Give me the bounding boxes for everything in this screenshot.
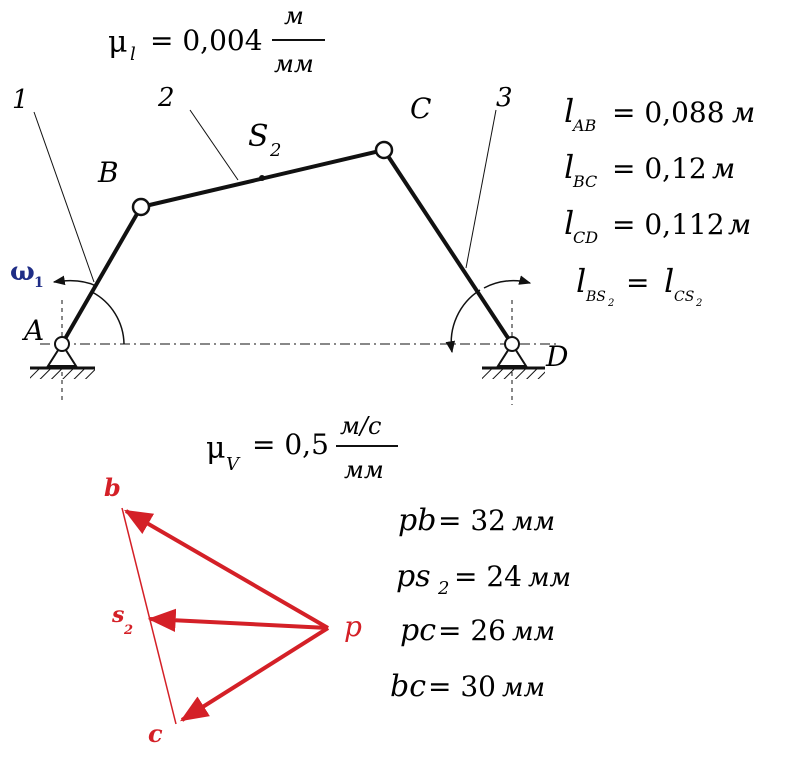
value-ps2-sub: 2 — [437, 578, 449, 599]
value-bc-name: bc — [390, 669, 426, 704]
length-cs2-sub2: 2 — [695, 298, 702, 309]
value-pc-eq: = 26 — [438, 614, 506, 647]
vector-pb — [123, 509, 330, 630]
mu-v-unit-den: мм — [344, 456, 384, 484]
length-ab-value: = 0,088 — [612, 96, 725, 129]
joint-a — [54, 336, 70, 352]
length-ab-unit: м — [732, 96, 755, 129]
length-cd-unit: м — [728, 208, 751, 241]
leader-link-2 — [189, 109, 239, 181]
length-ab-sub: AB — [571, 116, 597, 135]
label-s2-main: S — [248, 119, 269, 154]
value-ps2-name: ps — [396, 559, 431, 594]
mu-l-subscript: l — [130, 44, 136, 65]
value-pc-unit: мм — [512, 617, 555, 647]
velocity-values: pb = 32 мм ps 2 = 24 мм pc = 26 мм bc = … — [390, 503, 571, 704]
length-bc-l: l — [564, 148, 574, 186]
mu-l-unit-num: м — [284, 2, 304, 30]
label-vb: b — [104, 473, 121, 502]
length-cs2-l: l — [664, 262, 674, 300]
label-vs2-sub: 2 — [123, 623, 133, 638]
length-bc-value: = 0,12 — [612, 152, 707, 185]
ground-hatch-a — [30, 369, 95, 379]
omega-symbol: ω — [10, 257, 35, 287]
velocity-scale: μ V = 0,5 м/с мм — [206, 412, 398, 484]
leader-link-3 — [465, 109, 497, 269]
value-pb-eq: = 32 — [438, 504, 506, 537]
length-bs2-l: l — [576, 262, 586, 300]
point-s2 — [259, 175, 265, 181]
length-scale: μ l = 0,004 м мм — [108, 2, 325, 78]
vector-ps2 — [147, 608, 329, 632]
length-ab-l: l — [564, 92, 574, 130]
link-1-ab — [60, 206, 143, 345]
joint-c — [374, 140, 394, 160]
angle-arc-d — [445, 289, 481, 354]
length-cd-l: l — [564, 204, 574, 242]
value-bc-eq: = 30 — [428, 670, 496, 703]
mu-v-subscript: V — [226, 454, 241, 475]
mu-v-value: = 0,5 — [252, 428, 329, 461]
label-vc: c — [148, 719, 163, 748]
label-a: A — [21, 314, 44, 347]
label-d: D — [545, 340, 568, 373]
value-ps2-eq: = 24 — [454, 560, 522, 593]
angle-arc-d-top — [483, 275, 532, 289]
omega-subscript: 1 — [34, 275, 44, 291]
value-ps2-unit: мм — [528, 563, 571, 593]
length-bs2-sub: BS — [585, 289, 606, 305]
length-bc-unit: м — [712, 152, 735, 185]
label-b: B — [97, 156, 119, 189]
joint-d — [504, 336, 520, 352]
velocity-plan: b c s 2 p — [104, 473, 362, 748]
mu-l-value: = 0,004 — [150, 24, 263, 57]
omega-arrow — [52, 275, 97, 287]
value-bc-unit: мм — [502, 673, 545, 703]
ground-hatch-d — [482, 369, 545, 379]
mu-l-symbol: μ — [108, 25, 128, 60]
label-s2-sub: 2 — [269, 140, 281, 161]
angle-arc-a — [91, 291, 125, 345]
support-d — [496, 342, 528, 367]
link-number-3: 3 — [496, 83, 513, 113]
support-a — [46, 342, 78, 367]
length-cs2-sub: CS — [674, 289, 694, 305]
mu-l-unit-den: мм — [274, 50, 314, 78]
link-number-1: 1 — [12, 85, 29, 115]
length-bc-sub: BC — [572, 172, 597, 191]
leader-link-1 — [33, 111, 95, 283]
label-vs2-main: s — [111, 602, 124, 628]
mu-v-unit-num: м/с — [340, 412, 381, 440]
link-3-cd — [382, 148, 514, 346]
length-cd-sub: CD — [573, 228, 598, 247]
vector-bc — [121, 507, 177, 725]
length-bs2-sub2: 2 — [607, 298, 614, 309]
length-equal-sign: = — [626, 266, 649, 299]
label-c: C — [410, 92, 431, 125]
length-list: l AB = 0,088 м l BC = 0,12 м l CD = 0,11… — [564, 92, 755, 309]
mu-v-symbol: μ — [206, 431, 226, 466]
joint-b — [131, 197, 151, 217]
label-vp: p — [344, 610, 362, 643]
mechanism-labels: 1 2 3 B C A D S 2 ω 1 — [10, 83, 568, 373]
value-pc-name: pc — [400, 613, 436, 648]
length-cd-value: = 0,112 — [612, 208, 725, 241]
value-pb-name: pb — [398, 503, 436, 538]
vector-pc — [180, 626, 330, 722]
link-number-2: 2 — [157, 83, 175, 113]
value-pb-unit: мм — [512, 507, 555, 537]
linkage — [30, 109, 560, 405]
